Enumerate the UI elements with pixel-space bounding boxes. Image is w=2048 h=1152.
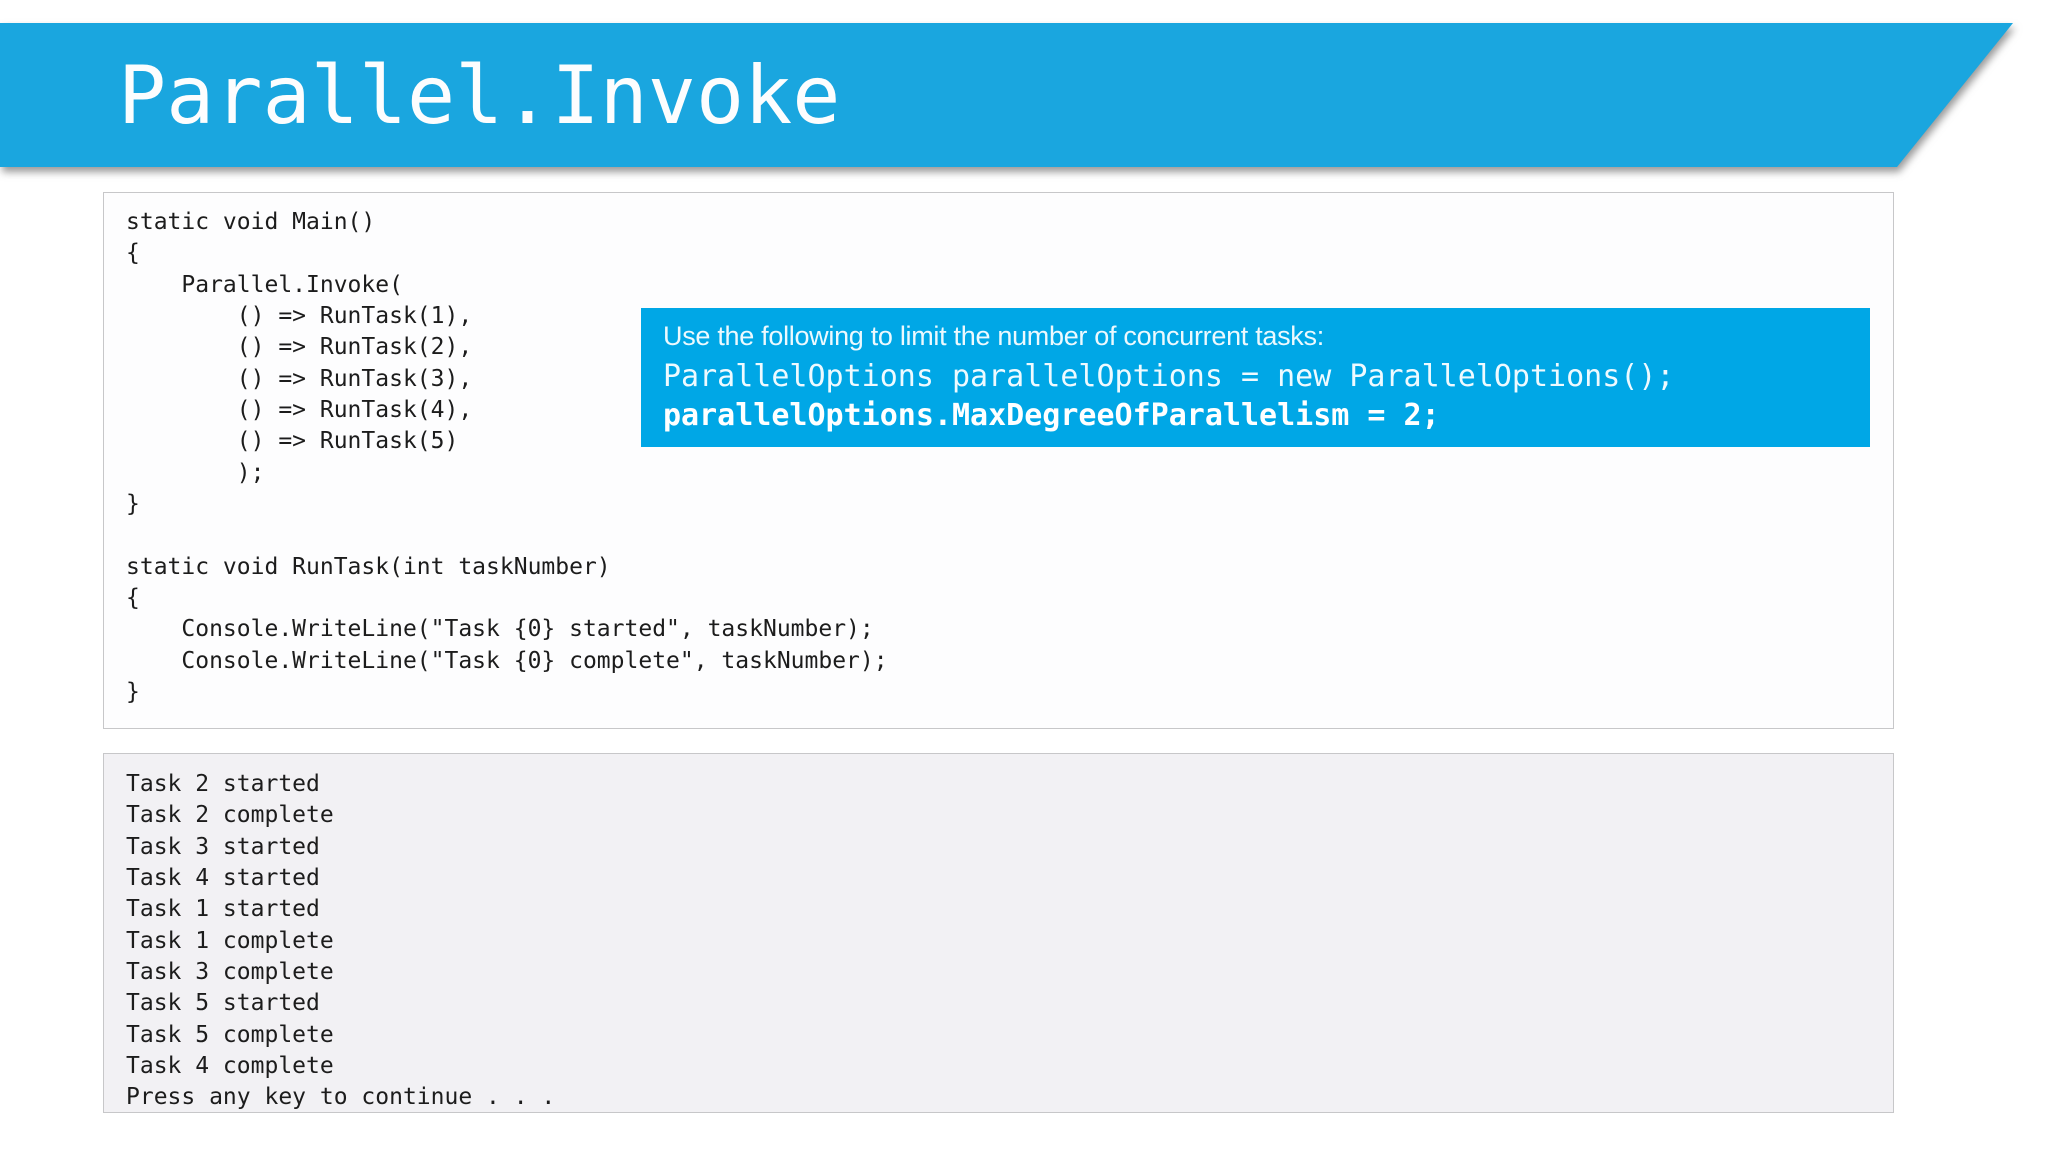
code-line: () => RunTask(4), <box>126 397 473 424</box>
console-output-line: Task 4 complete <box>126 1053 334 1080</box>
code-line: Parallel.Invoke( <box>126 271 403 298</box>
console-output-line: Task 3 complete <box>126 959 334 986</box>
code-line: { <box>126 585 140 612</box>
console-output-line: Task 3 started <box>126 833 320 860</box>
console-output-line: Task 5 complete <box>126 1021 334 1048</box>
callout-box: Use the following to limit the number of… <box>641 308 1870 447</box>
code-line: () => RunTask(5) <box>126 428 459 455</box>
code-line: static void RunTask(int taskNumber) <box>126 553 611 580</box>
console-output-line: Task 1 started <box>126 896 320 923</box>
code-panel: static void Main() { Parallel.Invoke( () … <box>103 192 1894 729</box>
code-line: Console.WriteLine("Task {0} complete", t… <box>126 647 888 674</box>
code-line: () => RunTask(3), <box>126 365 473 392</box>
console-output-line: Task 4 started <box>126 865 320 892</box>
title-banner: Parallel.Invoke <box>0 23 2048 167</box>
console-output-line: Press any key to continue . . . <box>126 1084 556 1111</box>
code-line: () => RunTask(2), <box>126 334 473 361</box>
code-line: static void Main() <box>126 209 376 235</box>
callout-heading: Use the following to limit the number of… <box>663 321 1324 351</box>
console-output-line: Task 5 started <box>126 990 320 1017</box>
code-line: { <box>126 240 140 267</box>
page-title: Parallel.Invoke <box>118 48 841 142</box>
console-output-line: Task 2 started <box>126 771 320 797</box>
code-line: Console.WriteLine("Task {0} started", ta… <box>126 616 874 643</box>
code-line <box>126 520 1893 551</box>
console-output-line: Task 2 complete <box>126 802 334 829</box>
callout-code-line-1: ParallelOptions parallelOptions = new Pa… <box>663 359 1675 394</box>
code-line: () => RunTask(1), <box>126 303 473 330</box>
callout-code-line-2: parallelOptions.MaxDegreeOfParallelism =… <box>663 398 1440 433</box>
console-output-line: Task 1 complete <box>126 927 334 954</box>
code-line: } <box>126 679 140 706</box>
title-banner-shape: Parallel.Invoke <box>0 23 2013 167</box>
code-line: ); <box>126 459 265 486</box>
code-line: } <box>126 491 140 518</box>
